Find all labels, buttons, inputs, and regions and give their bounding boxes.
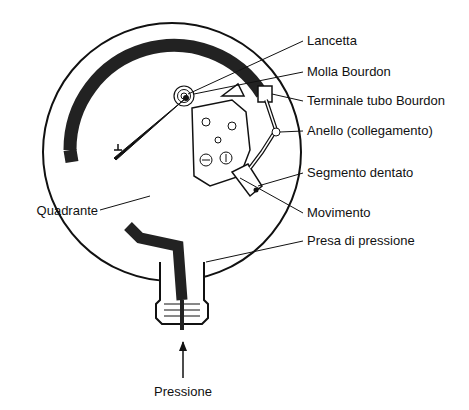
part-label: Quadrante	[37, 203, 98, 218]
part-label: Terminale tubo Bourdon	[307, 93, 445, 108]
pressure-label: Pressione	[154, 384, 212, 399]
tube-inlet	[128, 226, 182, 300]
pressure-arrow	[182, 342, 184, 378]
part-label: Presa di pressione	[307, 233, 415, 248]
leader-lines	[100, 41, 303, 262]
part-label: Lancetta	[307, 33, 357, 48]
toothed-segment	[232, 164, 262, 196]
hairspring	[174, 86, 194, 106]
pointer	[114, 98, 186, 160]
part-label: Molla Bourdon	[307, 64, 391, 79]
part-label: Anello (collegamento)	[307, 123, 433, 138]
part-label: Segmento dentato	[307, 165, 413, 180]
tube-terminal	[258, 86, 272, 102]
part-label: Movimento	[307, 205, 371, 220]
